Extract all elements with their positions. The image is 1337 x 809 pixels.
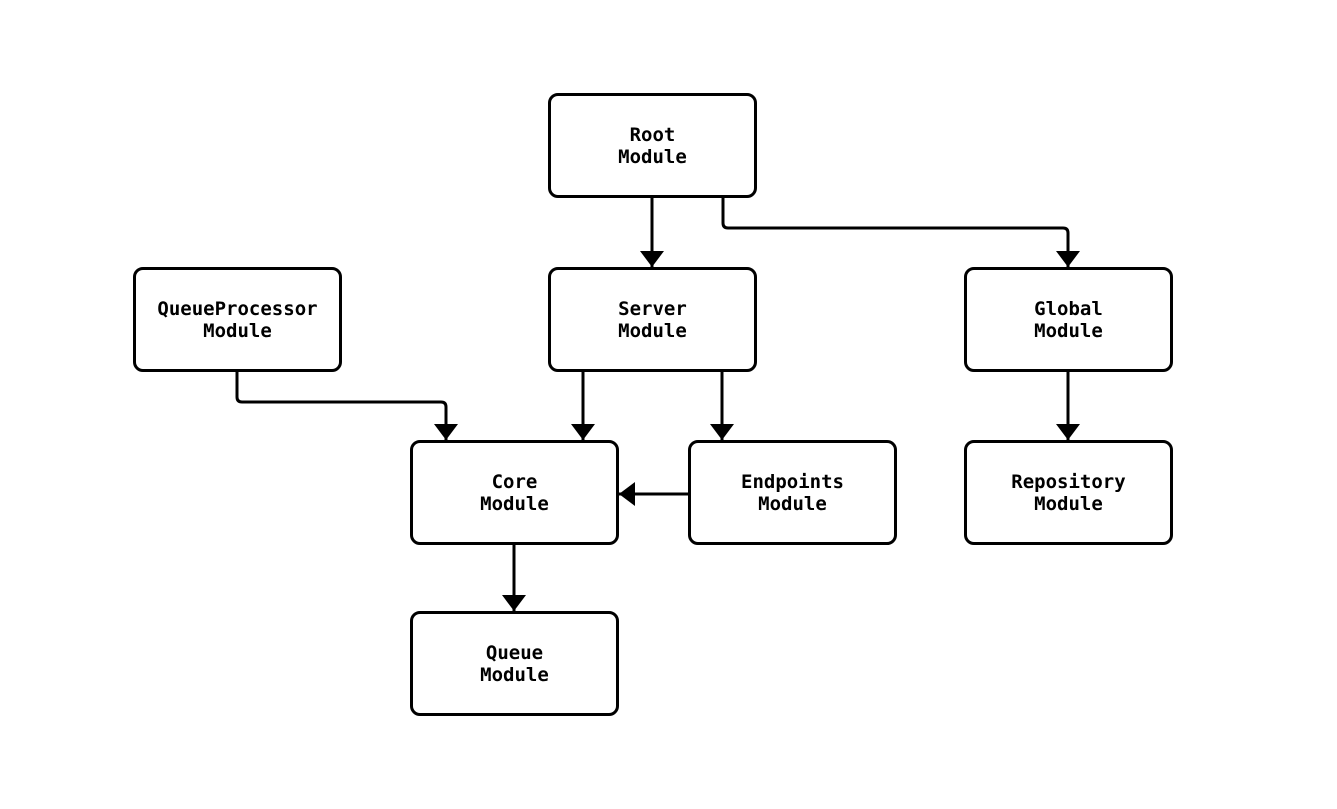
node-label-line1: Root: [629, 123, 676, 146]
node-label-line2: Module: [480, 663, 549, 686]
arrowhead-queueprocessor-to-core: [434, 424, 458, 440]
node-label-line2: Module: [618, 319, 687, 342]
arrowhead-endpoints-to-core: [619, 482, 635, 506]
node-label-line1: QueueProcessor: [157, 297, 318, 320]
node-label-line2: Module: [1034, 319, 1103, 342]
node-label-line2: Module: [480, 492, 549, 515]
arrowhead-core-to-queue: [502, 595, 526, 611]
node-label-line2: Module: [758, 492, 827, 515]
arrowhead-root-to-global: [1056, 251, 1080, 267]
arrowhead-server-to-endpoints: [710, 424, 734, 440]
arrowhead-server-to-core: [571, 424, 595, 440]
edge-queueprocessor-to-core: [235, 372, 448, 440]
edge-root-to-global: [721, 198, 1070, 267]
arrowhead-global-to-repository: [1056, 424, 1080, 440]
node-label-line2: Module: [618, 145, 687, 168]
node-label-line1: Endpoints: [741, 470, 844, 493]
node-label-line1: Server: [618, 297, 687, 320]
node-label-line2: Module: [1034, 492, 1103, 515]
node-label-line1: Core: [491, 470, 538, 493]
arrowhead-root-to-server: [640, 251, 664, 267]
node-label-line2: Module: [203, 319, 272, 342]
node-label-line1: Global: [1034, 297, 1103, 320]
node-label-line1: Queue: [485, 641, 544, 664]
node-label-line1: Repository: [1011, 470, 1126, 493]
